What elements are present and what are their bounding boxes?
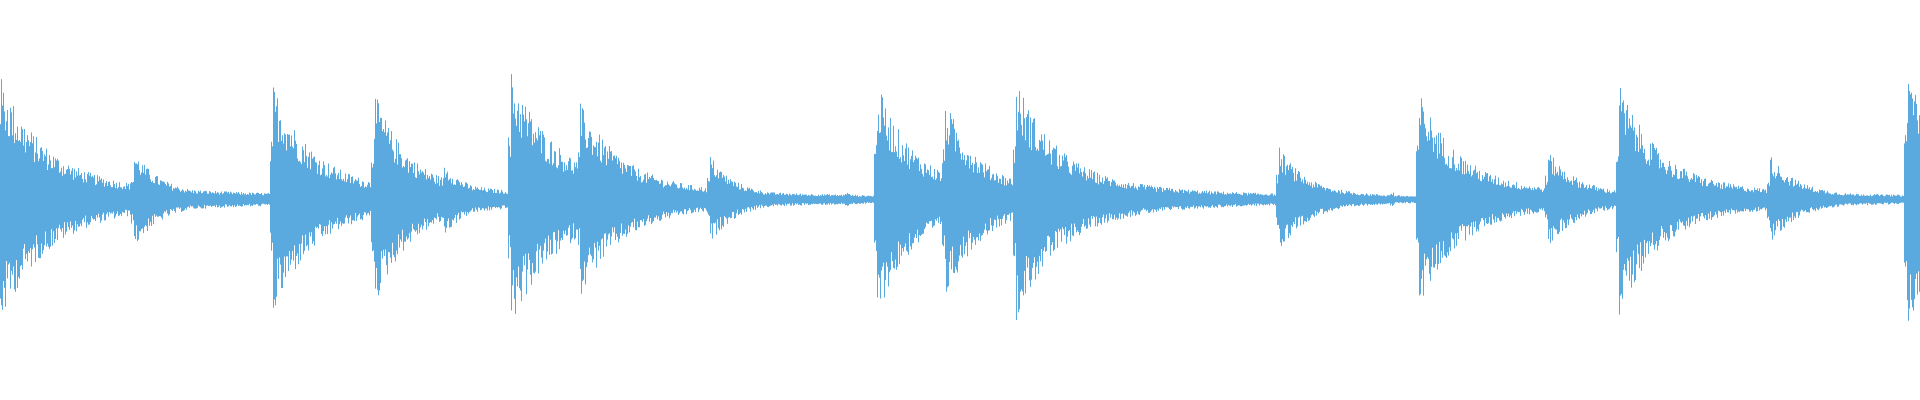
waveform-samples (0, 74, 1920, 321)
